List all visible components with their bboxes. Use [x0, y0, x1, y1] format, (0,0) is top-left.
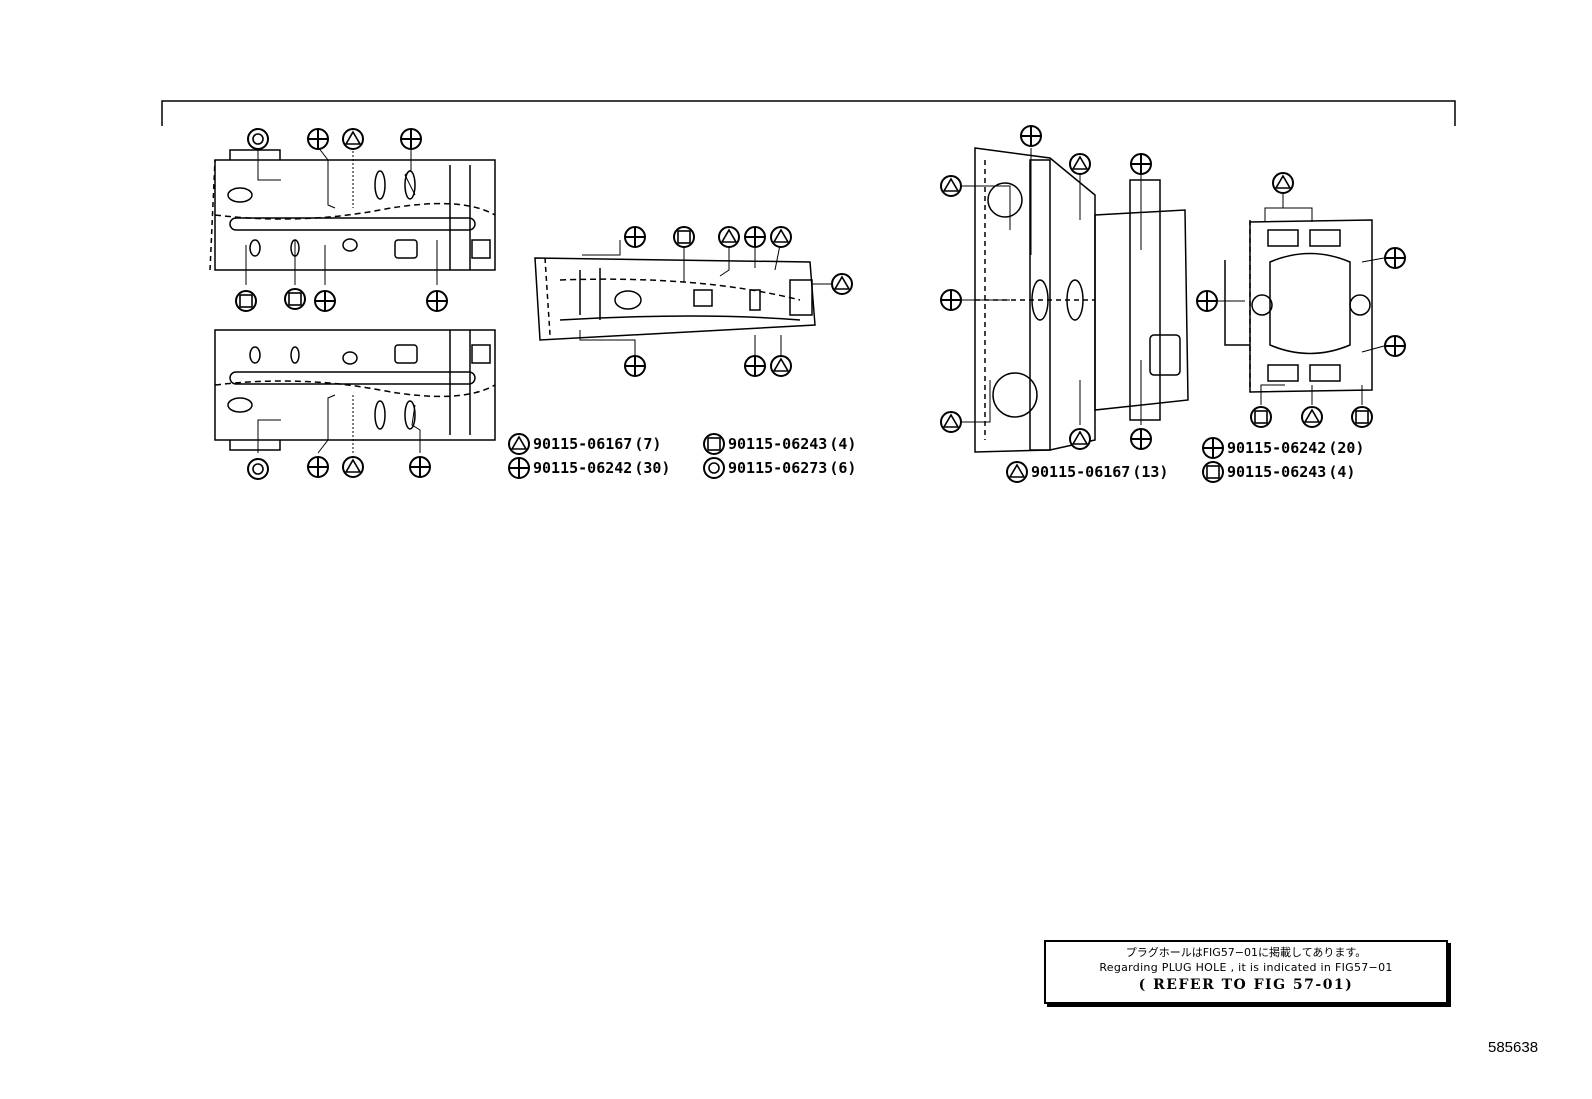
triangle-symbol-callout	[940, 175, 962, 197]
triangle-symbol-callout	[1069, 428, 1091, 450]
cross-symbol-callout	[409, 456, 431, 478]
reference-note: プラグホールはFIG57−01に掲載してあります。 Regarding PLUG…	[1044, 940, 1448, 1004]
cross-symbol-callout	[744, 355, 766, 377]
legend-left: 90115-06167(7) 90115-06243(4) 90115-0624…	[508, 433, 856, 479]
ring-symbol-icon	[703, 457, 725, 479]
cross-symbol-callout	[624, 355, 646, 377]
cross-symbol-callout	[940, 289, 962, 311]
legend-item: 90115-06243(4)	[1227, 463, 1355, 481]
cross-symbol-callout	[744, 226, 766, 248]
cross-symbol-callout	[426, 290, 448, 312]
cross-symbol-callout	[1384, 335, 1406, 357]
triangle-symbol-callout	[1069, 153, 1091, 175]
square-symbol-callout	[284, 288, 306, 310]
legend-item: 90115-06243(4)	[728, 435, 856, 453]
legend-item: 90115-06167(13)	[1031, 463, 1168, 481]
cross-symbol-callout	[307, 128, 329, 150]
cross-symbol-icon	[508, 457, 530, 479]
cross-symbol-callout	[307, 456, 329, 478]
legend-item: 90115-06167(7)	[533, 435, 661, 453]
legend-item: 90115-06273(6)	[728, 459, 856, 477]
triangle-symbol-callout	[718, 226, 740, 248]
panel-upper-left-callouts	[245, 146, 438, 285]
cross-symbol-callout	[1196, 290, 1218, 312]
triangle-symbol-callout	[770, 355, 792, 377]
panel-far-right	[1224, 219, 1373, 393]
cross-symbol-callout	[1130, 153, 1152, 175]
square-symbol-callout	[1250, 406, 1272, 428]
header-bracket	[161, 100, 1456, 126]
square-symbol-callout	[235, 290, 257, 312]
triangle-symbol-callout	[342, 456, 364, 478]
ring-symbol-callout	[247, 128, 269, 150]
legend-right: 90115-06242(20) 90115-06167(13) 90115-06…	[1006, 437, 1364, 483]
figure-id: 585638	[1488, 1039, 1539, 1056]
panel-center-tunnel	[534, 257, 816, 341]
cross-symbol-callout	[1130, 428, 1152, 450]
note-english: Regarding PLUG HOLE , it is indicated in…	[1099, 961, 1393, 974]
square-symbol-icon	[703, 433, 725, 455]
triangle-symbol-icon	[508, 433, 530, 455]
panel-right-floor-callouts	[962, 148, 1142, 425]
cross-symbol-icon	[1202, 437, 1224, 459]
ring-symbol-callout	[247, 458, 269, 480]
triangle-symbol-callout	[1272, 172, 1294, 194]
cross-symbol-callout	[400, 128, 422, 150]
cross-symbol-callout	[624, 226, 646, 248]
triangle-symbol-callout	[940, 411, 962, 433]
triangle-symbol-icon	[1006, 461, 1028, 483]
note-japanese: プラグホールはFIG57−01に掲載してあります。	[1125, 946, 1367, 959]
panel-lower-left-callouts	[257, 394, 421, 454]
cross-symbol-callout	[314, 290, 336, 312]
triangle-symbol-callout	[342, 128, 364, 150]
square-symbol-icon	[1202, 461, 1224, 483]
triangle-symbol-callout	[831, 273, 853, 295]
square-symbol-callout	[1351, 406, 1373, 428]
triangle-symbol-callout	[1301, 406, 1323, 428]
legend-item: 90115-06242(30)	[533, 459, 670, 477]
triangle-symbol-callout	[770, 226, 792, 248]
legend-item: 90115-06242(20)	[1227, 439, 1364, 457]
panel-lower-left	[214, 329, 496, 451]
square-symbol-callout	[673, 226, 695, 248]
panel-far-right-callouts	[1218, 194, 1385, 405]
cross-symbol-callout	[1020, 125, 1042, 147]
cross-symbol-callout	[1384, 247, 1406, 269]
note-refer-to: ( REFER TO FIG 57-01)	[1138, 977, 1354, 993]
